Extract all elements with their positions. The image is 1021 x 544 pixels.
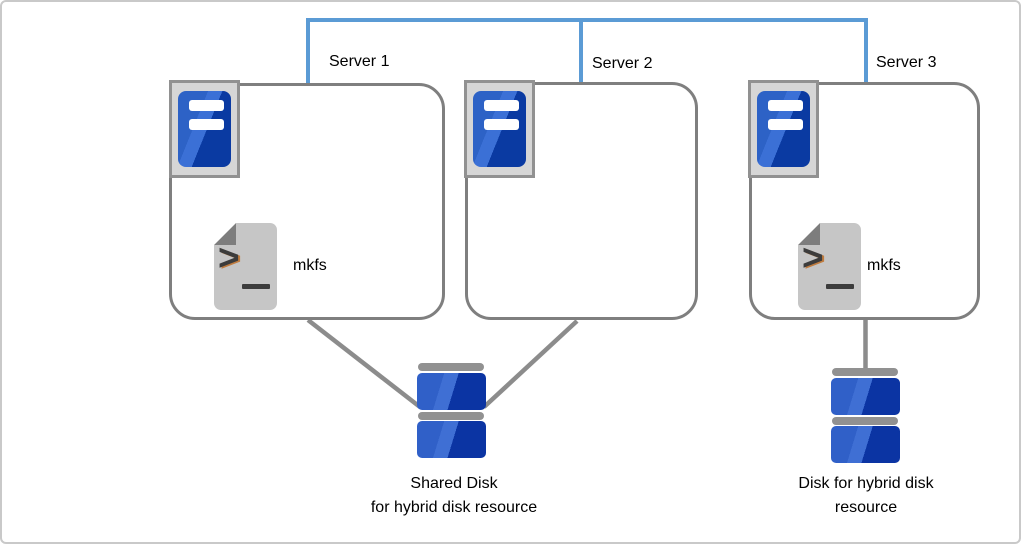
- server-2-label: Server 2: [592, 55, 653, 72]
- server-icon: [169, 80, 240, 178]
- disk-platter-bar: [832, 417, 898, 425]
- script-file-icon: >: [214, 223, 277, 310]
- disk-volume: [831, 426, 900, 463]
- shared-disk-caption-line2: for hybrid disk resource: [370, 499, 538, 516]
- server-1-mkfs-label: mkfs: [293, 257, 327, 274]
- server-icon: [748, 80, 819, 178]
- disk-icon: [831, 368, 900, 463]
- interconnect-drop-server-2: [579, 18, 583, 85]
- interconnect-drop-server-3: [864, 18, 868, 85]
- server-icon-slot: [484, 119, 519, 130]
- hybrid-disk-caption-line1: Disk for hybrid disk: [798, 475, 934, 492]
- server-icon-body: [757, 91, 810, 167]
- server-icon-slot: [484, 100, 519, 111]
- server-3-label: Server 3: [876, 54, 937, 71]
- cursor-underscore: [826, 284, 854, 289]
- hybrid-disk-caption: Disk for hybrid disk resource: [746, 472, 986, 520]
- server-icon-slot: [768, 100, 803, 111]
- server-icon-body: [178, 91, 231, 167]
- cursor-underscore: [242, 284, 270, 289]
- connector-server2-shared-disk: [482, 319, 579, 409]
- disk-icon: [417, 363, 486, 458]
- shared-disk-caption-line1: Shared Disk: [410, 475, 498, 492]
- server-icon-slot: [768, 119, 803, 130]
- hybrid-disk-caption-line2: resource: [834, 499, 898, 516]
- disk-platter-bar: [418, 363, 484, 371]
- shared-disk-caption: Shared Disk for hybrid disk resource: [314, 472, 594, 520]
- disk-volume: [417, 373, 486, 410]
- script-file-icon: >: [798, 223, 861, 310]
- disk-platter-bar: [418, 412, 484, 420]
- server-icon-slot: [189, 119, 224, 130]
- connector-server1-shared-disk: [306, 318, 422, 409]
- disk-platter-bar: [832, 368, 898, 376]
- interconnect-line-horizontal: [306, 18, 868, 22]
- server-1-label: Server 1: [329, 53, 390, 70]
- server-icon-slot: [189, 100, 224, 111]
- disk-volume: [417, 421, 486, 458]
- server-icon-body: [473, 91, 526, 167]
- prompt-glyph: >: [218, 237, 240, 278]
- prompt-glyph: >: [802, 237, 824, 278]
- server-3-mkfs-label: mkfs: [867, 257, 901, 274]
- interconnect-drop-server-1: [306, 18, 310, 85]
- disk-volume: [831, 378, 900, 415]
- server-icon: [464, 80, 535, 178]
